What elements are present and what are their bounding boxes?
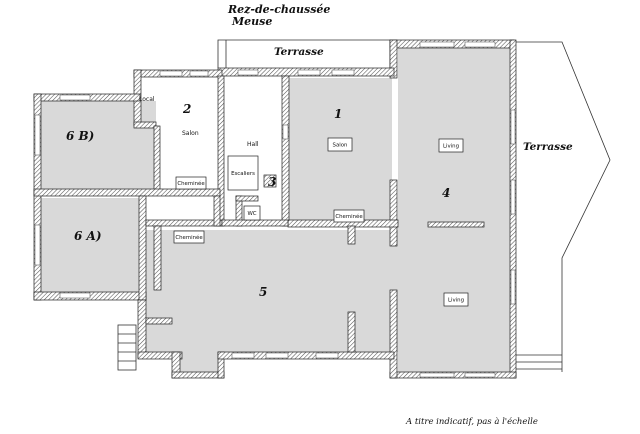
room-6a-number: 6 A) [74,229,102,243]
room-2-chimney: Cheminée [177,180,205,187]
scale-note: A titre indicatif, pas à l'échelle [405,416,538,427]
room-5-chimney: Cheminée [175,234,203,241]
room-1-tag: Salon [333,143,348,149]
hall-pillar [263,174,277,188]
room-2-chimney-box [175,176,207,190]
room-4-tag-top-box [438,138,464,153]
room-4-number: 4 [442,186,450,200]
room-1-tag-box [327,137,353,152]
entrance-steps [117,324,137,371]
windows [34,41,516,378]
room-4-tag-bottom: Living [448,298,464,304]
mid-chimney: Cheminée [335,213,363,220]
local-label: Local [139,96,155,103]
stair-label: Escaliers [231,171,255,177]
terrace-right-label: Terrasse [523,141,573,153]
room-1-number: 1 [334,107,342,121]
room-4-tag-top: Living [443,144,459,150]
room-2-name: Salon [182,130,199,137]
wc-box [243,205,261,221]
plan-title: Rez-de-chaussée [227,3,330,16]
room-6b-number: 6 B) [66,129,94,143]
terrace-top-label: Terrasse [274,46,324,58]
room-5-number: 5 [259,285,267,299]
hall-label: Hall [247,141,259,148]
mid-chimney-box [333,209,365,223]
room-3-number: 3 [268,175,276,189]
terrace-right-outline [514,41,611,372]
room-2-number: 2 [182,102,191,116]
stair-box [227,155,259,191]
plan-subtitle: Meuse [231,15,272,28]
room-5-chimney-box [173,230,205,244]
room-4-tag-bottom-box [443,292,469,307]
wc-label: WC [247,211,256,217]
